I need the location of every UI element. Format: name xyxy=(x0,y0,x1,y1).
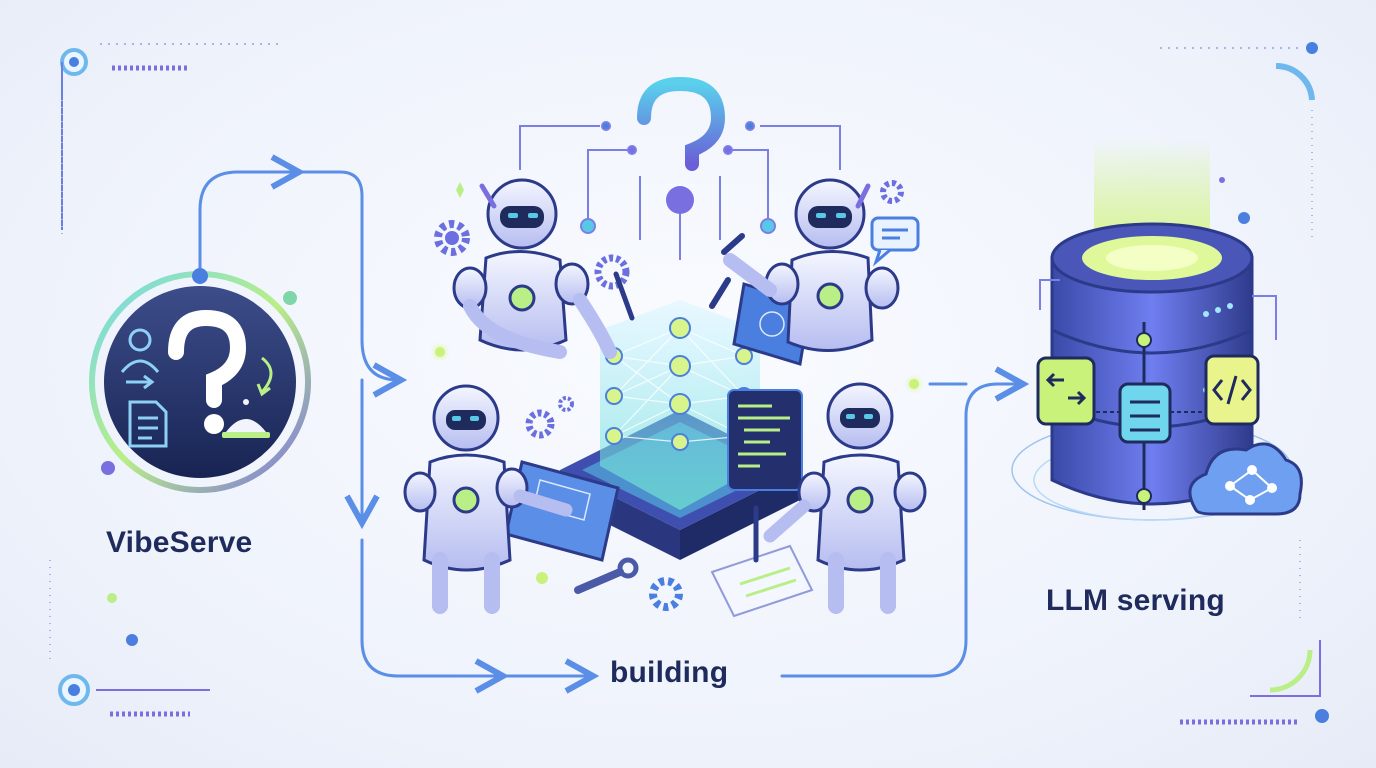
vibeserve-badge xyxy=(89,268,311,493)
gear-icon xyxy=(434,220,470,256)
gear-icon xyxy=(525,396,574,439)
service-bell-icon xyxy=(222,356,273,438)
code-tag-icon xyxy=(1204,354,1260,426)
robot-icon xyxy=(452,178,635,359)
corner-decoration-top-left xyxy=(60,43,280,240)
process-label: building xyxy=(610,656,729,689)
source-label: VibeServe xyxy=(106,526,253,559)
document-icon xyxy=(128,400,168,448)
robot-icon xyxy=(709,178,900,352)
cloud-network-icon xyxy=(1188,442,1303,516)
target-label: LLM serving xyxy=(1046,584,1225,617)
person-icon xyxy=(120,328,160,390)
question-mark-icon xyxy=(168,309,247,434)
gear-icon xyxy=(880,180,904,204)
settings-panel-icon xyxy=(1096,382,1206,444)
robot-icon xyxy=(753,382,927,614)
corner-decoration-bottom-right xyxy=(1180,540,1329,725)
question-mark-icon xyxy=(637,76,726,214)
wrench-icon xyxy=(574,557,639,594)
corner-decoration-top-right xyxy=(1160,42,1318,240)
robot-icon xyxy=(403,384,573,614)
neural-network-icon xyxy=(560,300,800,560)
gear-icon xyxy=(649,577,683,611)
circuit-lines xyxy=(519,121,841,260)
flow-connectors xyxy=(198,172,1020,676)
chat-bubble-icon xyxy=(870,216,920,267)
database-server-icon xyxy=(1011,140,1293,521)
code-tag-icon xyxy=(1036,356,1096,426)
corner-decoration-bottom-left xyxy=(49,560,210,717)
code-screen-icon xyxy=(727,389,803,491)
